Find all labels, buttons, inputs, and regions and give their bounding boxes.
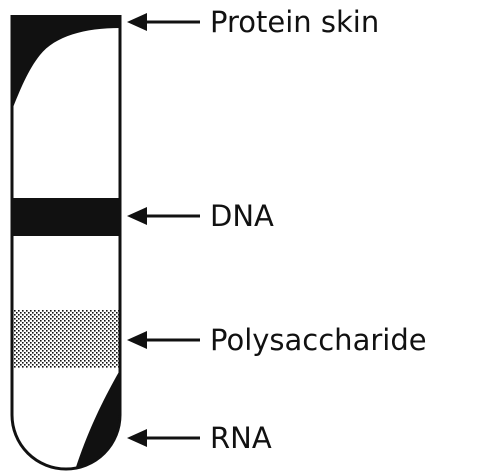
protein-skin-layer [12,15,120,110]
centrifuge-tube [12,15,120,470]
polysaccharide-label: Polysaccharide [210,323,427,357]
protein-skin-label: Protein skin [210,5,379,39]
label-arrows [127,13,200,447]
polysaccharide-zone [12,310,120,368]
protein-skin-arrow [127,13,200,31]
rna-pellet [75,370,120,470]
polysaccharide-arrow [127,331,200,349]
dna-arrow [127,207,200,225]
dna-band [12,198,120,236]
rna-arrow [127,429,200,447]
dna-label: DNA [210,199,274,233]
rna-label: RNA [210,421,272,455]
